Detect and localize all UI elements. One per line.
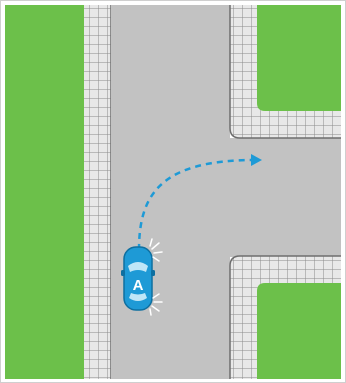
grass-top-right xyxy=(257,5,341,111)
side-street xyxy=(228,138,341,257)
car-a: A xyxy=(121,247,155,310)
grass-left xyxy=(5,5,84,379)
sidewalk-left xyxy=(84,5,111,379)
car-label: A xyxy=(133,277,144,294)
grass-bottom-right xyxy=(257,283,341,379)
main-road xyxy=(111,5,230,379)
